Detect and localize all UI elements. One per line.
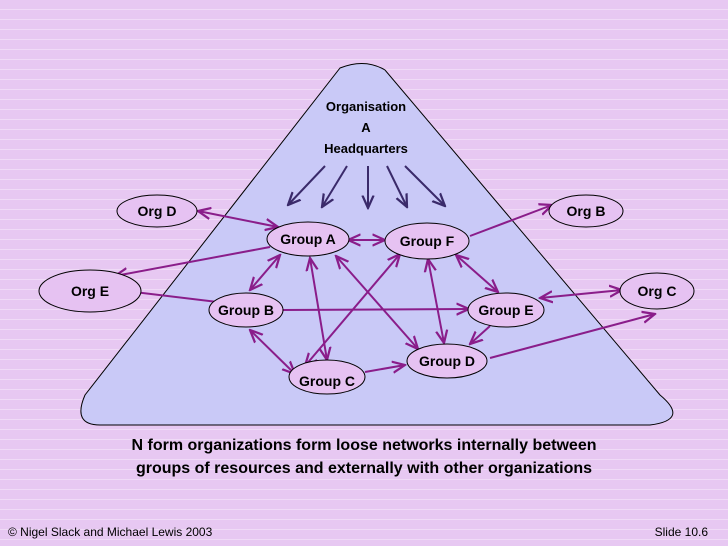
connector-groupF-groupD	[428, 259, 444, 343]
node-org-d: Org D	[116, 194, 198, 228]
node-label-group-f: Group F	[400, 233, 455, 249]
slide-number: Slide 10.6	[654, 525, 708, 539]
node-label-group-e: Group E	[478, 302, 533, 318]
connector-groupF-groupE	[456, 255, 498, 292]
connector-groupE-groupD	[470, 325, 491, 344]
connector-orgD-groupA	[198, 211, 278, 227]
connector-groupC-groupD	[364, 365, 405, 372]
node-org-c: Org C	[619, 272, 695, 310]
node-org-b: Org B	[548, 194, 624, 228]
headquarters-arrows	[288, 165, 445, 208]
caption-line-2: groups of resources and externally with …	[135, 460, 593, 477]
copyright-footer: © Nigel Slack and Michael Lewis 2003	[8, 525, 213, 539]
connector-groupF-groupC	[305, 254, 400, 366]
node-label-group-c: Group C	[299, 373, 355, 389]
node-label-group-a: Group A	[280, 231, 335, 247]
connector-groupA-groupB	[250, 255, 280, 290]
caption-line-1: N form organizations form loose networks…	[131, 437, 597, 454]
node-label-group-b: Group B	[218, 302, 274, 318]
connector-groupE-orgC	[540, 290, 622, 298]
hq-line-1: Organisation	[326, 99, 406, 114]
node-group-c: Group C	[288, 359, 366, 395]
connector-groupD-orgC	[489, 314, 655, 359]
connector-groupA-orgE	[115, 246, 271, 276]
node-label-org-c: Org C	[638, 283, 677, 299]
node-group-a: Group A	[266, 221, 350, 257]
hq-line-3: Headquarters	[324, 141, 408, 156]
node-label-org-e: Org E	[71, 283, 109, 299]
node-group-e: Group E	[467, 292, 545, 328]
node-group-f: Group F	[384, 222, 470, 260]
connector-groupB-groupC	[250, 330, 295, 374]
hq-line-2: A	[361, 120, 371, 135]
slide-caption: N form organizations form loose networks…	[60, 434, 668, 480]
node-org-e: Org E	[38, 269, 142, 313]
connector-groupF-orgB	[469, 205, 552, 237]
node-label-group-d: Group D	[419, 353, 475, 369]
connector-groupB-groupE	[281, 309, 469, 310]
node-label-org-b: Org B	[567, 203, 606, 219]
network-connectors	[115, 205, 655, 374]
node-label-org-d: Org D	[138, 203, 177, 219]
node-group-d: Group D	[406, 343, 488, 379]
node-group-b: Group B	[208, 292, 284, 328]
headquarters-label: Organisation A Headquarters	[324, 99, 408, 156]
